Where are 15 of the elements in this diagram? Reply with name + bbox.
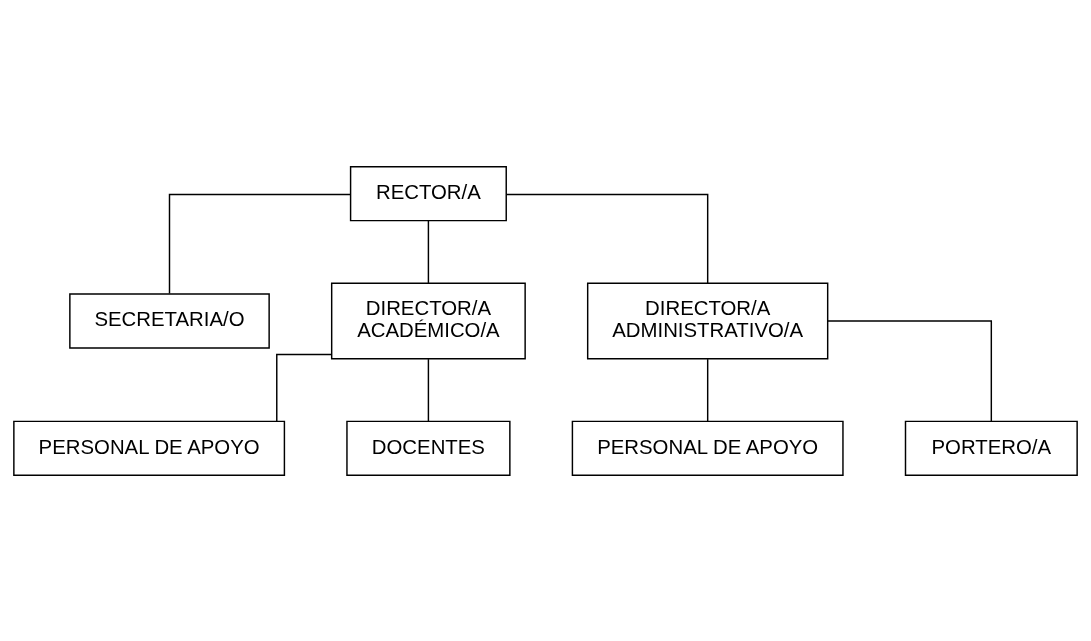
connector bbox=[505, 193, 709, 284]
connector bbox=[827, 319, 993, 422]
node-box: RECTOR/A bbox=[349, 165, 507, 221]
node-box: PERSONAL DE APOYO bbox=[571, 420, 844, 476]
node-box: SECRETARIA/O bbox=[69, 292, 270, 349]
node-box: DIRECTOR/A ADMINISTRATIVO/A bbox=[586, 281, 829, 360]
node-box: DIRECTOR/A ACADÉMICO/A bbox=[330, 281, 526, 360]
connector bbox=[706, 357, 709, 422]
node-box: PERSONAL DE APOYO bbox=[13, 420, 286, 476]
connector bbox=[427, 219, 430, 284]
node-box: DOCENTES bbox=[346, 420, 511, 476]
node-box: PORTERO/A bbox=[904, 420, 1078, 476]
connector bbox=[276, 353, 333, 422]
connector bbox=[168, 193, 351, 294]
connector bbox=[427, 357, 430, 422]
